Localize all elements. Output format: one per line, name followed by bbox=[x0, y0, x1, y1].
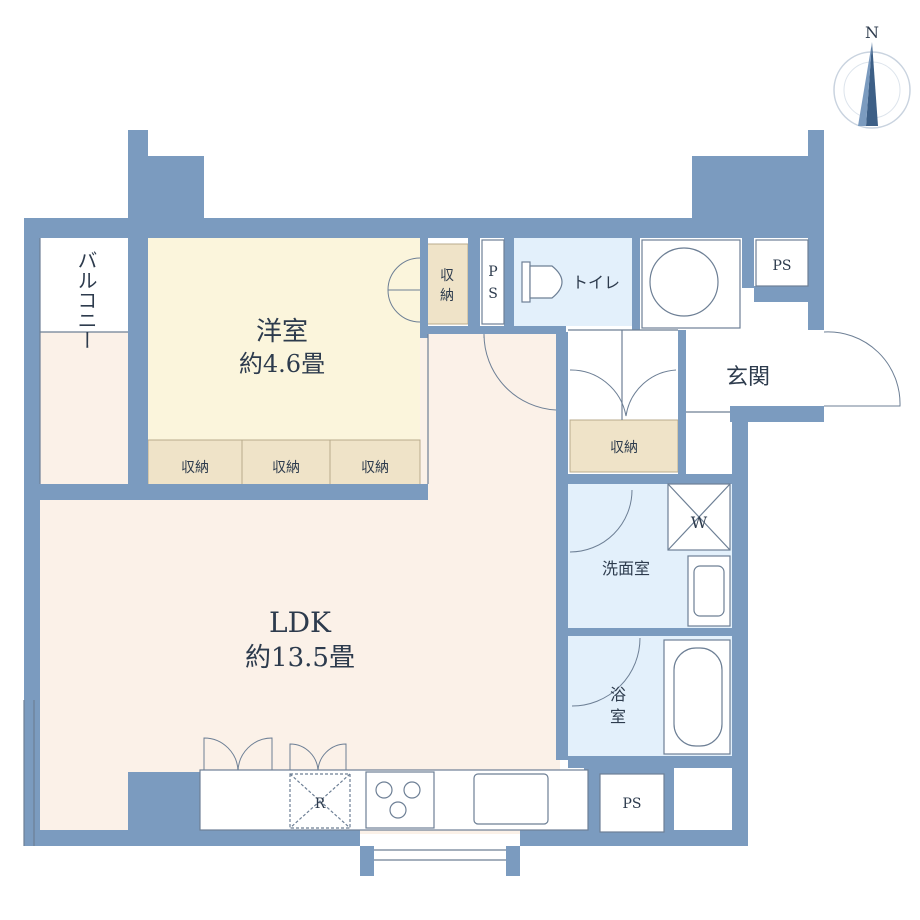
closet-entry-label: 収納 bbox=[610, 440, 638, 456]
fridge-label: R bbox=[315, 796, 326, 812]
closet-b-floor bbox=[241, 439, 331, 493]
ps-vertical-line1: P bbox=[488, 264, 497, 280]
balcony-label: バルコニー bbox=[74, 250, 98, 350]
sink bbox=[473, 773, 549, 825]
closet-c-floor bbox=[329, 439, 421, 493]
north-compass: N bbox=[833, 23, 911, 129]
washroom-label: 洗面室 bbox=[602, 559, 650, 578]
ps-box-bottom bbox=[599, 773, 665, 833]
closet-b-label: 収納 bbox=[272, 460, 300, 476]
compass-north-label: N bbox=[865, 23, 879, 42]
ps-vertical-line2: S bbox=[488, 286, 498, 302]
ldk-size: 約13.5畳 bbox=[245, 643, 355, 673]
toilet-tank bbox=[521, 261, 531, 303]
ps-top-label: PS bbox=[772, 258, 791, 274]
entrance-label: 玄関 bbox=[726, 365, 770, 390]
walls bbox=[24, 130, 824, 876]
bath-label-line2: 室 bbox=[610, 707, 626, 726]
western-room-name: 洋室 bbox=[256, 317, 308, 347]
closet-a-label: 収納 bbox=[181, 460, 209, 476]
closet-entry-floor bbox=[569, 419, 679, 473]
compass-needle-icon bbox=[866, 42, 878, 126]
toilet-label: トイレ bbox=[572, 273, 620, 292]
bath-label-line1: 浴 bbox=[610, 685, 626, 704]
stove bbox=[365, 771, 435, 829]
fixtures bbox=[40, 239, 809, 833]
toilet-bowl bbox=[529, 265, 563, 299]
western-room-size: 約4.6畳 bbox=[239, 350, 325, 378]
closet-small-line1: 収 bbox=[440, 268, 454, 284]
window-frames bbox=[23, 238, 506, 861]
ldk-name: LDK bbox=[269, 606, 332, 639]
closet-c-label: 収納 bbox=[361, 460, 389, 476]
closet-small-line2: 納 bbox=[440, 288, 454, 304]
washer-label: W bbox=[691, 513, 708, 532]
ps-box-top bbox=[755, 239, 809, 287]
closet-small-floor bbox=[425, 243, 469, 325]
round-fixture bbox=[649, 247, 719, 317]
ps-shaft-vertical bbox=[481, 239, 505, 325]
ps-bottom-label: PS bbox=[622, 796, 641, 812]
doors bbox=[203, 257, 901, 773]
